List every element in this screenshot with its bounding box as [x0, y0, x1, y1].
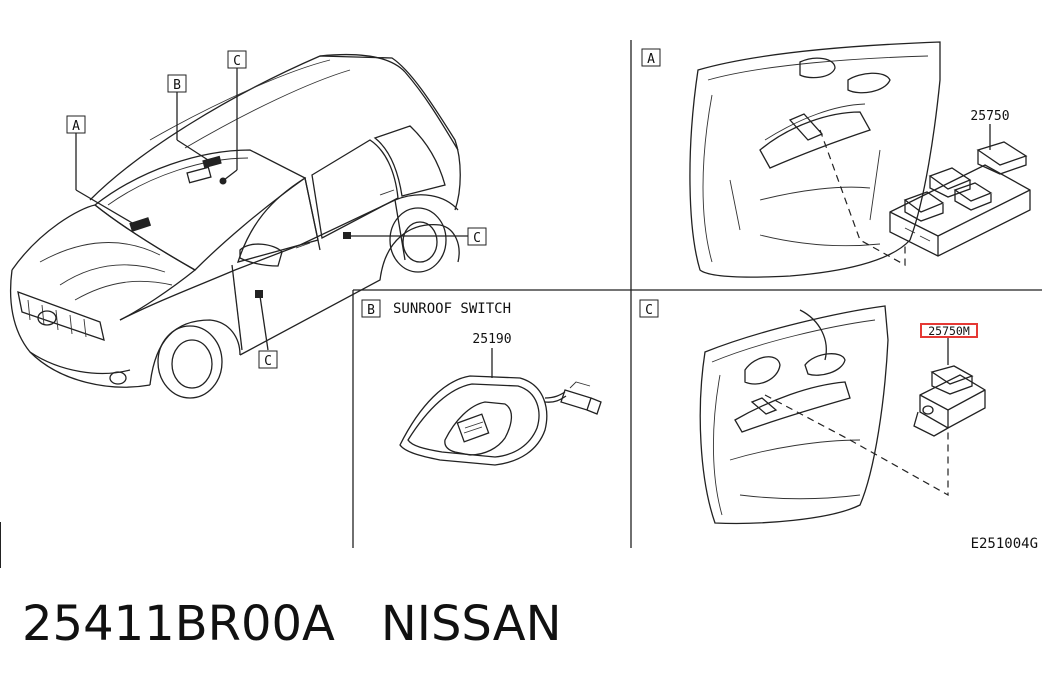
callout-c-bottom: C	[258, 350, 278, 369]
svg-text:25750M: 25750M	[928, 324, 970, 338]
svg-text:B: B	[367, 303, 375, 318]
svg-text:C: C	[645, 303, 653, 318]
svg-text:C: C	[264, 354, 272, 369]
panel-dividers	[0, 40, 1042, 568]
callout-b-main: B	[167, 74, 187, 93]
svg-text:25190: 25190	[472, 332, 511, 347]
panel-b: B SUNROOF SWITCH 25190	[361, 299, 602, 466]
brand-name: NISSAN	[380, 596, 562, 652]
part-caption: 25411BR00A NISSAN	[22, 596, 562, 652]
callout-a-main: A	[66, 115, 86, 134]
vehicle-illustration	[9, 53, 461, 399]
part-number: 25411BR00A	[22, 596, 335, 652]
panel-a: A 25750	[641, 41, 1031, 278]
svg-text:B: B	[173, 78, 181, 93]
svg-text:A: A	[647, 52, 655, 67]
svg-text:25750: 25750	[970, 109, 1009, 124]
svg-text:SUNROOF SWITCH: SUNROOF SWITCH	[393, 301, 511, 317]
callout-c-right: C	[467, 227, 487, 246]
svg-text:C: C	[473, 231, 481, 246]
svg-text:A: A	[72, 119, 80, 134]
diagram-code: E251004G	[971, 536, 1038, 552]
svg-text:C: C	[233, 54, 241, 69]
car-leader-lines	[75, 68, 468, 351]
callout-c-top: C	[227, 50, 247, 69]
panel-c: C 25750M	[639, 299, 986, 525]
